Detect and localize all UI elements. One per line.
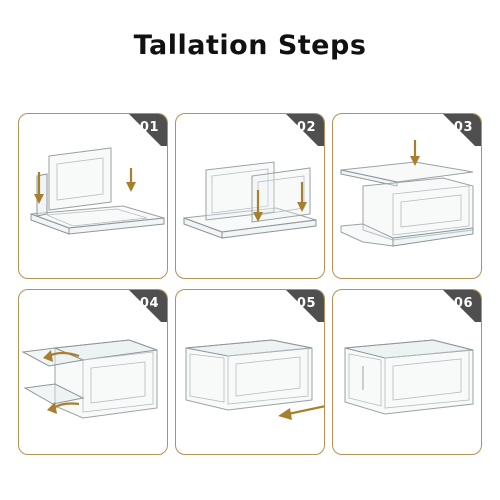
step-04-badge — [109, 290, 167, 322]
step-card-06: 06 — [332, 289, 482, 455]
step-01-badge — [109, 114, 167, 146]
step-01-illustration — [30, 147, 165, 235]
step-card-04: 04 — [18, 289, 168, 455]
step-card-03: 03 — [332, 113, 482, 279]
step-card-05: 05 — [175, 289, 325, 455]
step-04-illustration — [21, 339, 158, 419]
step-06-number: 06 — [453, 296, 473, 311]
step-card-02: 02 — [175, 113, 325, 279]
step-04-number: 04 — [139, 296, 159, 311]
step-card-01: 01 — [18, 113, 168, 279]
step-06-illustration — [344, 339, 474, 415]
step-05-number: 05 — [296, 296, 316, 311]
step-01-number: 01 — [139, 120, 159, 135]
page-title: Tallation Steps — [133, 30, 367, 61]
step-03-illustration — [340, 140, 474, 247]
step-03-badge — [423, 114, 481, 146]
step-05-illustration — [185, 339, 324, 420]
step-02-badge — [266, 114, 324, 146]
step-03-number: 03 — [453, 120, 473, 135]
step-05-badge — [266, 290, 324, 322]
step-02-illustration — [183, 161, 317, 239]
step-06-badge — [423, 290, 481, 322]
step-02-number: 02 — [296, 120, 316, 135]
